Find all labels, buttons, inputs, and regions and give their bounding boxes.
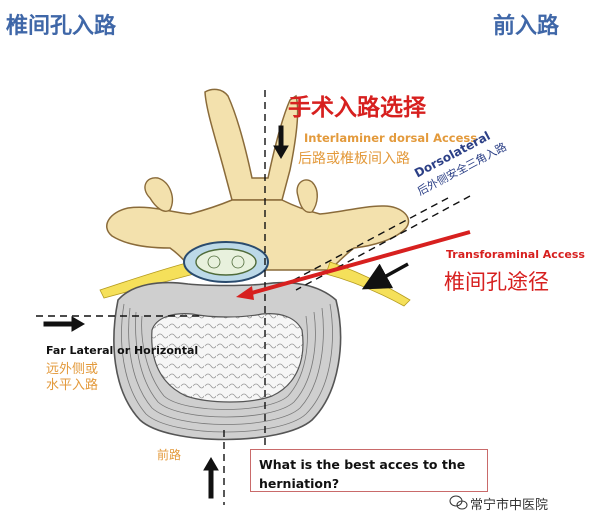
articular-right: [296, 179, 318, 213]
spinal-cord: [195, 248, 257, 276]
question-box: What is the best acces to the herniation…: [250, 449, 488, 492]
posterior-elements: [99, 88, 411, 307]
far-lateral-label-cn-1: 远外侧或: [46, 362, 99, 377]
watermark-text: 常宁市中医院: [470, 498, 549, 513]
spinous-process: [204, 88, 299, 201]
interlaminar-label-en: Interlaminer dorsal Access: [304, 131, 478, 145]
arrow-far-lateral: [43, 316, 85, 332]
approach-lines: [36, 90, 471, 505]
nerve-root-left: [99, 261, 195, 299]
header-left-title: 椎间孔入路: [6, 14, 117, 39]
watermark-icon: [449, 495, 468, 510]
far-lateral-label-en: Far Lateral or Horizontal: [46, 344, 199, 357]
arrow-dorsolateral: [361, 262, 409, 290]
transforaminal-arrow: [236, 230, 471, 300]
transforaminal-label-en: Transforaminal Access: [446, 248, 585, 261]
arrow-interlaminar: [273, 125, 289, 159]
dorsolateral-line: [295, 195, 471, 291]
dorsolateral-line-2: [289, 197, 449, 283]
transforaminal-label-cn: 椎间孔途径: [444, 270, 549, 294]
header-right-title: 前入路: [493, 14, 560, 39]
far-lateral-label-cn-2: 水平入路: [46, 378, 99, 393]
diagram-title: 手术入路选择: [288, 95, 426, 121]
black-arrows: [43, 125, 409, 499]
interlaminar-label-cn: 后路或椎板间入路: [298, 151, 410, 167]
question-text: What is the best acces to the herniation…: [259, 457, 466, 491]
anterior-label-cn: 前路: [157, 448, 182, 462]
nucleus-pulposus: [151, 313, 304, 403]
articular-left: [144, 177, 174, 212]
arrow-anterior: [203, 457, 219, 499]
intervertebral-disc: [113, 281, 342, 441]
